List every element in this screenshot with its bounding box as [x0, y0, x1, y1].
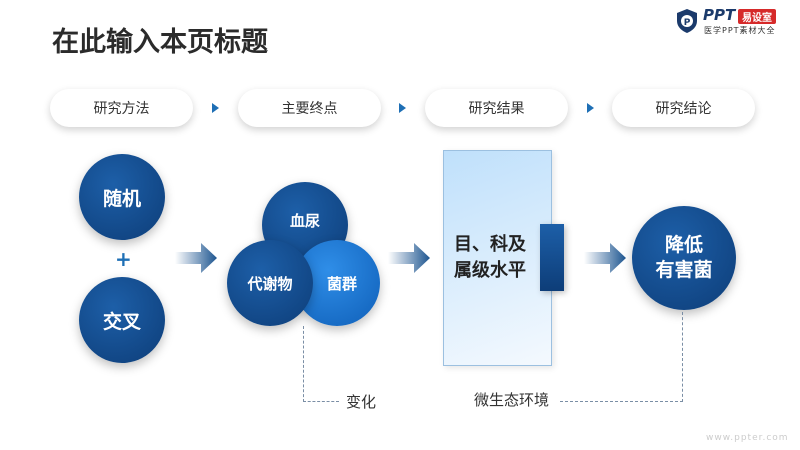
step-arrow-icon	[587, 103, 594, 113]
logo-brand: PPT	[703, 6, 736, 24]
conclusion-circle: 降低 有害菌	[632, 206, 736, 310]
result-tab	[540, 224, 564, 291]
step-conclusion: 研究结论	[612, 89, 755, 127]
note-change: 变化	[346, 393, 377, 411]
svg-text:P: P	[684, 18, 691, 28]
method-random: 随机	[79, 154, 165, 240]
logo: P PPT 易设室 医学PPT素材大全	[676, 6, 796, 36]
step-arrow-icon	[212, 103, 219, 113]
connector-line	[303, 326, 339, 402]
result-line1: 目、科及	[454, 234, 526, 255]
connector-line	[560, 312, 683, 402]
flow-arrow-icon	[584, 243, 626, 273]
step-methods: 研究方法	[50, 89, 193, 127]
conclusion-line1: 降低	[664, 234, 703, 256]
method-crossover: 交叉	[79, 277, 165, 363]
logo-badge: 易设室	[738, 9, 776, 24]
flow-arrow-icon	[175, 243, 217, 273]
plus-icon: +	[115, 247, 132, 271]
step-endpoints: 主要终点	[238, 89, 381, 127]
flow-arrow-icon	[388, 243, 430, 273]
step-arrow-icon	[399, 103, 406, 113]
step-results: 研究结果	[425, 89, 568, 127]
conclusion-line2: 有害菌	[655, 259, 713, 281]
result-box: 目、科及 属级水平	[443, 150, 552, 366]
shield-icon: P	[677, 9, 697, 33]
endpoint-metabolite: 代谢物	[227, 240, 313, 326]
result-line2: 属级水平	[454, 260, 526, 281]
page-title: 在此输入本页标题	[52, 27, 268, 58]
logo-subtitle: 医学PPT素材大全	[704, 26, 776, 35]
watermark: www.ppter.com	[706, 433, 789, 443]
note-microecology: 微生态环境	[474, 391, 550, 409]
